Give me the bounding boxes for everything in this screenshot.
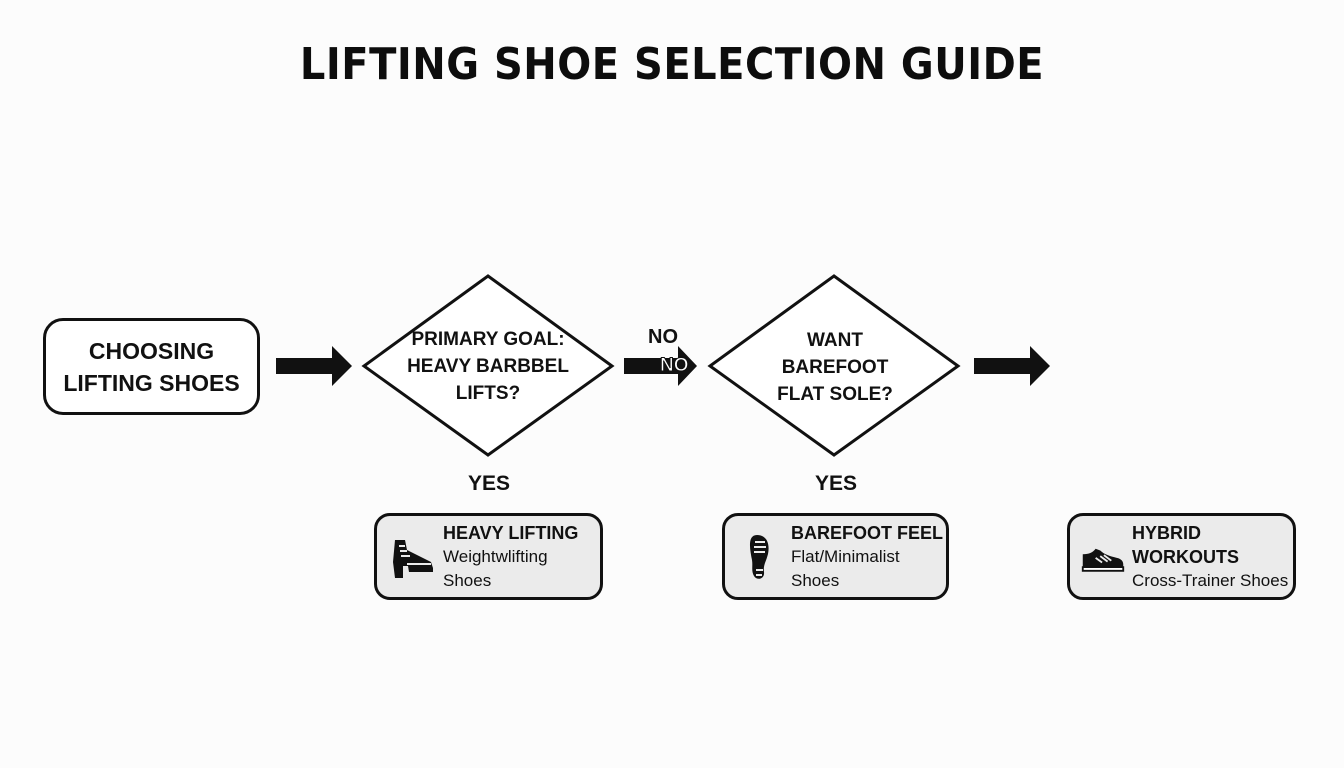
decision2-yes-label: YES [814, 472, 858, 495]
decision2-line-1: WANT [807, 329, 863, 351]
no-label: NO [648, 326, 678, 348]
decision2-diamond [707, 274, 961, 457]
result-hybrid-workouts: HYBRID WORKOUTS Cross-Trainer Shoes [1067, 513, 1296, 600]
decision2-line-2: BAREFOOT [781, 356, 889, 378]
result-title: HYBRID WORKOUTS [1132, 522, 1239, 567]
arrow-decision1-to-decision2 [624, 346, 697, 386]
result-title: HEAVY LIFTING [443, 522, 579, 543]
result-barefoot-feel-text: BAREFOOT FEEL Flat/Minimalist Shoes [791, 521, 946, 593]
start-line-2: LIFTING SHOES [63, 369, 240, 396]
start-node: CHOOSING LIFTING SHOES [43, 318, 260, 415]
decision1-diamond [361, 274, 615, 457]
arrow-decision2-to-hybrid [974, 346, 1050, 386]
diagram-title: LIFTING SHOE SELECTION GUIDE [299, 40, 1045, 90]
result-subtitle: Cross-Trainer Shoes [1132, 570, 1289, 590]
decision1-line-1: PRIMARY GOAL: [411, 328, 565, 350]
result-title: BAREFOOT FEEL [791, 522, 943, 543]
result-subtitle: Weightwlifting Shoes [443, 546, 548, 590]
result-hybrid-workouts-text: HYBRID WORKOUTS Cross-Trainer Shoes [1132, 521, 1293, 593]
result-barefoot-feel: BAREFOOT FEEL Flat/Minimalist Shoes [722, 513, 949, 600]
decision2-line-3: FLAT SOLE? [777, 383, 893, 405]
result-heavy-lifting-text: HEAVY LIFTING Weightwlifting Shoes [443, 521, 600, 593]
result-heavy-lifting: HEAVY LIFTING Weightwlifting Shoes [374, 513, 603, 600]
footprint-sole-icon [749, 534, 769, 579]
start-line-1: CHOOSING [88, 337, 215, 364]
no-label-inline: NO [660, 355, 689, 377]
result-subtitle: Flat/Minimalist Shoes [791, 546, 900, 590]
arrow-start-to-decision1 [276, 346, 352, 386]
decision1-yes-label: YES [467, 472, 511, 495]
decision1-line-3: LIFTS? [455, 382, 521, 404]
decision1-line-2: HEAVY BARBBEL [407, 355, 569, 377]
weightlifting-shoe-icon [393, 539, 433, 578]
sneaker-icon [1081, 548, 1125, 572]
decision2-text: WANT BAREFOOT FLAT SOLE? [752, 325, 918, 409]
decision1-text: PRIMARY GOAL: HEAVY BARBBEL LIFTS? [398, 321, 578, 411]
